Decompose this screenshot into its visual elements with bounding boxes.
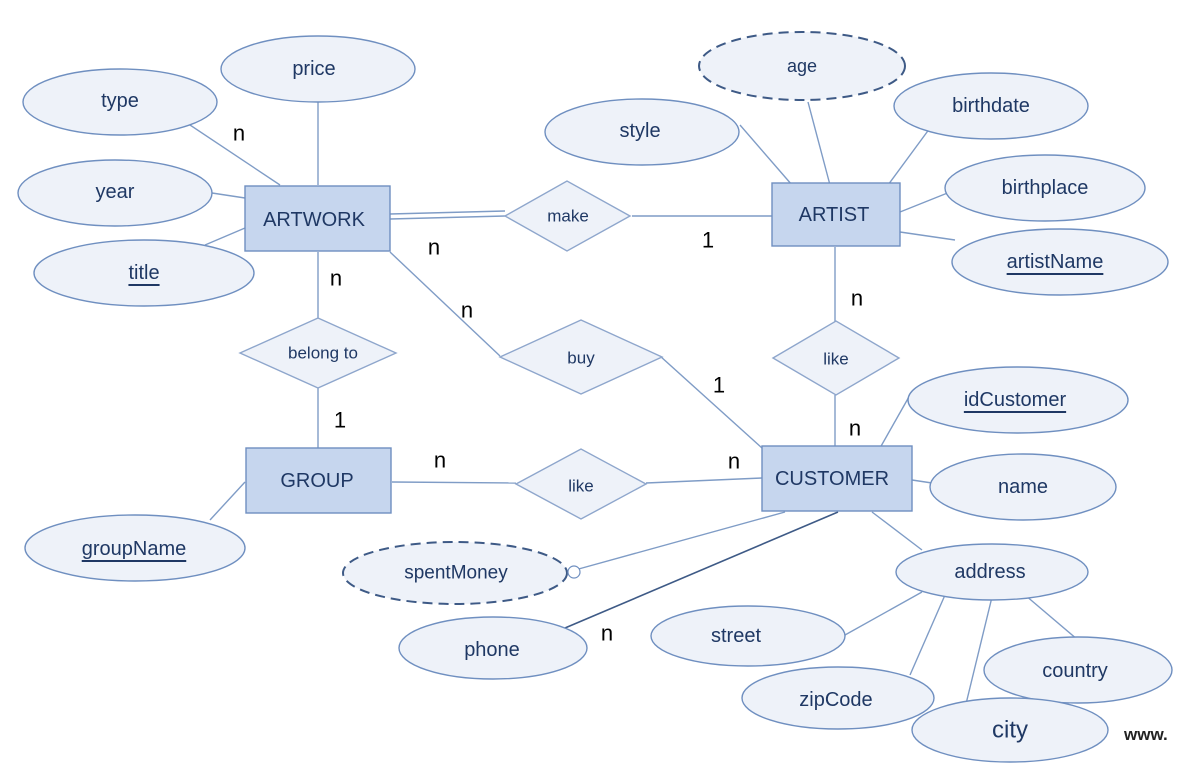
relationship-buy-label: buy <box>567 349 595 368</box>
attribute-year-label: year <box>96 181 135 203</box>
entity-artist-label: ARTIST <box>799 204 870 226</box>
attribute-price-label: price <box>292 58 335 80</box>
line-artwork-buy <box>389 251 501 357</box>
entity-artist <box>771 182 901 247</box>
line-make-double-1 <box>389 210 506 215</box>
connectors <box>189 98 1079 709</box>
attribute-name-label: name <box>998 476 1048 498</box>
entity-artwork-label: ARTWORK <box>263 209 366 231</box>
attribute-country-label: country <box>1042 660 1108 682</box>
attribute-street-label: street <box>711 625 761 647</box>
line-style <box>739 124 793 186</box>
connector-dot <box>567 565 581 579</box>
attribute-age-derived <box>698 31 906 101</box>
line-type <box>189 124 281 186</box>
entity-group-label: GROUP <box>280 470 353 492</box>
attribute-name <box>929 453 1117 521</box>
cardinality-artwork-make: n <box>428 235 440 260</box>
attribute-city-label: city <box>992 717 1028 744</box>
attribute-price <box>220 35 416 103</box>
line-buy-customer <box>659 355 763 449</box>
line-name <box>911 479 933 484</box>
attribute-age-label: age <box>787 56 817 76</box>
line-street <box>844 591 923 636</box>
line-birthdate <box>887 127 931 186</box>
cardinality-artwork-buy: n <box>461 298 473 323</box>
relationship-like-artist-label: like <box>823 350 849 369</box>
attribute-address-label: address <box>954 561 1025 583</box>
line-idcustomer <box>879 394 911 449</box>
attribute-birthplace <box>944 154 1146 222</box>
relationship-make-label: make <box>547 207 589 226</box>
cardinalities: n n 1 n 1 n 1 n n n n n <box>233 121 863 646</box>
attribute-address <box>895 543 1089 601</box>
attribute-phone <box>398 616 588 680</box>
watermark-text: www. <box>1123 725 1168 744</box>
entities: ARTWORK ARTIST GROUP CUSTOMER <box>244 182 913 514</box>
attribute-city <box>911 697 1109 763</box>
line-groupname <box>209 481 246 521</box>
line-address <box>871 511 923 551</box>
relationship-like-artist <box>771 320 901 396</box>
cardinality-group-like: n <box>434 448 446 473</box>
line-make-double-2 <box>389 215 506 220</box>
attribute-phone-label: phone <box>464 639 520 661</box>
line-group-like <box>391 481 517 484</box>
line-city <box>964 596 993 709</box>
cardinality-group-belong: 1 <box>334 408 346 433</box>
attribute-country <box>983 636 1173 704</box>
attribute-idcustomer-label: idCustomer <box>964 389 1067 411</box>
line-age <box>807 101 831 186</box>
line-like-customer2 <box>645 477 763 484</box>
attribute-title <box>33 239 255 307</box>
attributes: price type year title age style birthdat… <box>17 31 1173 763</box>
line-title <box>204 227 246 246</box>
attribute-birthdate-label: birthdate <box>952 95 1030 117</box>
attribute-spentmoney-label: spentMoney <box>404 563 508 584</box>
attribute-year <box>17 159 213 227</box>
attribute-title-label: title <box>128 262 159 284</box>
line-zipcode <box>909 594 946 676</box>
entity-artwork <box>244 185 391 252</box>
attribute-street <box>650 605 846 667</box>
attribute-style <box>544 98 740 166</box>
attribute-style-label: style <box>619 120 660 142</box>
line-artistname <box>899 231 956 241</box>
attribute-birthdate <box>893 72 1089 140</box>
cardinality-customer-group-like: n <box>728 449 740 474</box>
attribute-artistname <box>951 228 1169 296</box>
cardinality-artwork-belong: n <box>330 266 342 291</box>
relationship-like-group-label: like <box>568 477 594 496</box>
relationship-like-group <box>514 448 648 520</box>
entity-customer-label: CUSTOMER <box>775 468 889 490</box>
attribute-spentmoney-derived <box>342 541 568 605</box>
attribute-groupname <box>24 514 246 582</box>
cardinality-customer-like: n <box>849 416 861 441</box>
cardinality-customer-buy: 1 <box>713 373 725 398</box>
line-spentmoney <box>574 511 786 571</box>
entity-group <box>245 447 392 514</box>
attribute-zipcode <box>741 666 935 730</box>
relationships: make buy belong to like like <box>238 180 901 520</box>
cardinality-artist-like: n <box>851 286 863 311</box>
attribute-type <box>22 68 218 136</box>
relationship-belong-to-label: belong to <box>288 344 358 363</box>
attribute-type-label: type <box>101 90 139 112</box>
relationship-belong-to <box>238 317 398 389</box>
attribute-idcustomer <box>907 366 1129 434</box>
attribute-artistname-label: artistName <box>1007 251 1104 273</box>
cardinality-artist-make: 1 <box>702 228 714 253</box>
line-year <box>211 192 246 199</box>
relationship-make <box>503 180 632 252</box>
entity-customer <box>761 445 913 512</box>
attribute-zipcode-label: zipCode <box>799 689 872 711</box>
cardinality-customer-phone: n <box>601 621 613 646</box>
attribute-groupname-label: groupName <box>82 538 187 560</box>
relationship-buy <box>498 319 664 395</box>
cardinality-artwork-type: n <box>233 121 245 146</box>
line-phone <box>564 511 839 629</box>
attribute-birthplace-label: birthplace <box>1002 177 1089 199</box>
line-country <box>1024 594 1079 641</box>
